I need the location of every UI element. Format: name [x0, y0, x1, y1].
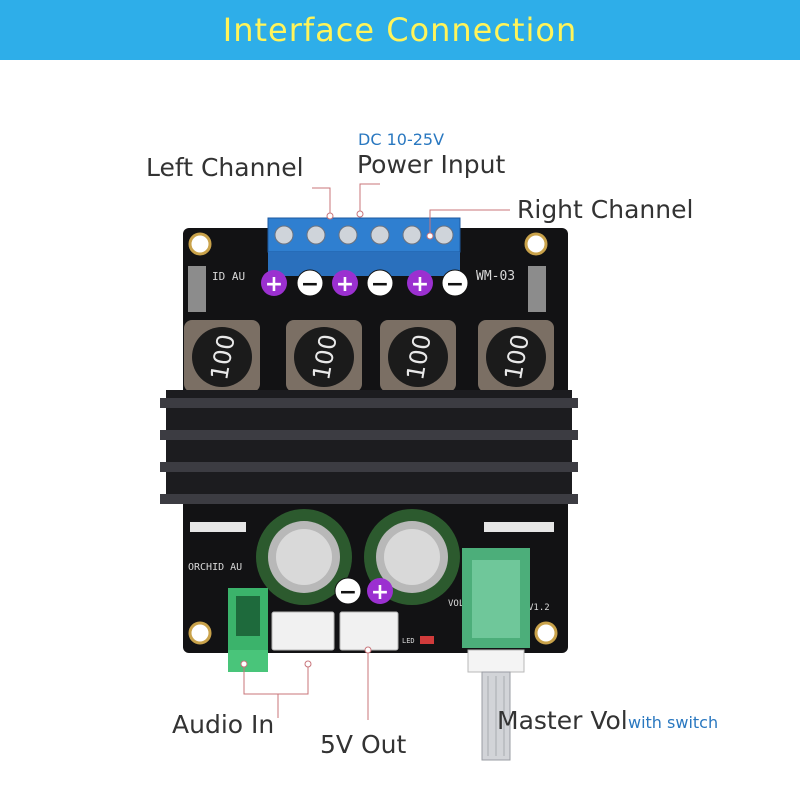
silk-right-top: WM-03 [476, 269, 515, 284]
master-vol-label: Master Vol [497, 706, 628, 735]
inductor-1: 100 [184, 320, 260, 392]
terminal-screw [306, 225, 326, 245]
plus-marker-icon [367, 578, 393, 604]
svg-text:−: − [301, 272, 319, 297]
header-banner: Interface Connection [0, 0, 800, 60]
terminal-screw [274, 225, 294, 245]
terminal-base [268, 252, 460, 276]
leader-audio-in [243, 664, 309, 695]
silk-vol: VOL [448, 599, 464, 609]
leader-right-channel [429, 209, 510, 236]
svg-text:+: + [371, 580, 389, 605]
terminal-screw [402, 225, 422, 245]
pin-header [484, 522, 554, 532]
silk-version: V1.2 [528, 603, 550, 613]
svg-text:+: + [336, 272, 354, 297]
silk-orchid: ORCHID AU [188, 562, 242, 573]
mounting-hole [188, 621, 212, 645]
five-v-out-label: 5V Out [320, 730, 407, 759]
svg-text:−: − [446, 272, 464, 297]
resistor [188, 266, 206, 312]
led [420, 636, 434, 644]
capacitor-left [256, 509, 352, 605]
polarity-markers-5v: − + [334, 577, 393, 605]
polarity-markers-power: + − + − + − [261, 269, 469, 297]
inductor-3: 100 [380, 320, 456, 392]
minus-marker-icon [441, 269, 469, 297]
terminal-screw [434, 225, 454, 245]
plus-marker-icon [332, 270, 358, 296]
leader-left-channel [312, 187, 331, 216]
mounting-hole [188, 232, 212, 256]
resistor [528, 266, 546, 312]
terminal-screw [338, 225, 358, 245]
silk-left-top: ID AU [212, 270, 245, 283]
pin-header [190, 522, 246, 532]
power-input-label: Power Input [357, 150, 506, 179]
svg-text:−: − [339, 580, 357, 605]
minus-marker-icon [366, 269, 394, 297]
inductor-2: 100 [286, 320, 362, 392]
5v-out-connector [339, 611, 399, 651]
heatsink [160, 390, 578, 504]
left-channel-label: Left Channel [146, 153, 304, 182]
mounting-hole [524, 232, 548, 256]
minus-marker-icon [334, 577, 362, 605]
leader-power-input [359, 183, 380, 214]
inductor-4: 100 [478, 320, 554, 392]
volume-potentiometer [462, 548, 530, 761]
mounting-hole [534, 621, 558, 645]
minus-marker-icon [296, 269, 324, 297]
terminal-screw [370, 225, 390, 245]
audio-in-connector [271, 611, 335, 651]
plus-marker-icon [261, 270, 287, 296]
banner-title: Interface Connection [222, 11, 578, 49]
svg-text:+: + [411, 272, 429, 297]
audio-in-label: Audio In [172, 710, 275, 739]
silk-led: LED [402, 637, 415, 645]
right-channel-label: Right Channel [517, 195, 694, 224]
plus-marker-icon [407, 270, 433, 296]
svg-text:−: − [371, 272, 389, 297]
dc-range-label: DC 10-25V [358, 130, 445, 149]
svg-text:+: + [265, 272, 283, 297]
with-switch-label: with switch [628, 713, 719, 732]
audio-input-jack [228, 588, 268, 672]
